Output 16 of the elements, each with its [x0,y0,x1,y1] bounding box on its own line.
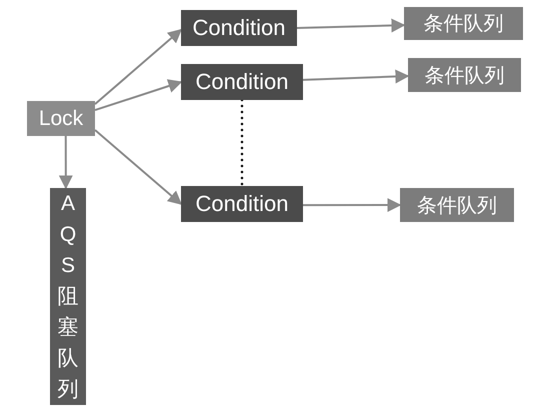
dotted-line [240,98,244,188]
arrow [94,79,182,112]
arrow [296,18,406,32]
arrow [94,28,182,105]
condition-box: Condition [181,186,303,222]
lock-box: Lock [27,101,95,136]
arrow [302,69,410,84]
queue-box: AQS阻塞队列 [50,188,86,405]
queue-box: 条件队列 [408,58,521,92]
queue-box: 条件队列 [404,7,523,40]
condition-box: Condition [181,10,297,46]
arrow [94,129,182,205]
arrow [303,198,402,212]
queue-box: 条件队列 [400,188,514,222]
condition-box: Condition [181,64,303,100]
arrow [58,136,73,190]
